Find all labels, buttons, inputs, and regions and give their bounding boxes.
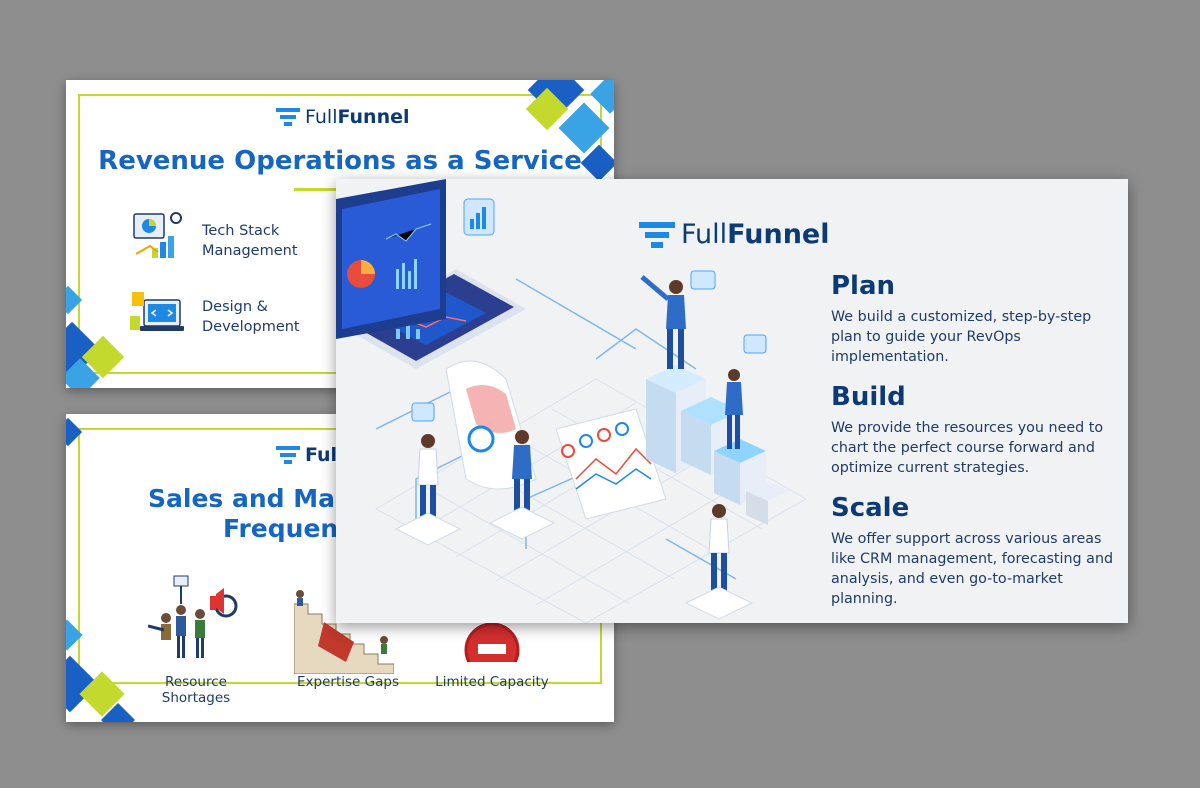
stairs-illustration-icon xyxy=(294,590,394,674)
logo-text-bold: Funnel xyxy=(727,219,830,250)
logo-text-partial: Ful xyxy=(305,444,338,466)
design-development-illustration-icon xyxy=(130,292,184,331)
heading-build: Build xyxy=(831,382,906,412)
logo-text-light: Full xyxy=(681,219,728,250)
slide-title: Revenue Operations as a Service xyxy=(98,146,582,176)
challenge-label-resource: Resource Shortages xyxy=(161,674,231,706)
funnel-logo-icon xyxy=(639,221,675,248)
isometric-analytics-illustration-icon xyxy=(336,179,806,623)
challenge-label-expertise: Expertise Gaps xyxy=(297,674,399,690)
text-build: We provide the resources you need to cha… xyxy=(831,420,1104,476)
fullfunnel-logo: Ful xyxy=(276,444,337,466)
team-megaphone-illustration-icon xyxy=(148,575,238,658)
text-plan: We build a customized, step-by-step plan… xyxy=(831,309,1092,365)
funnel-logo-icon xyxy=(276,108,300,126)
challenge-label-capacity: Limited Capacity xyxy=(435,674,549,690)
logo-text-light: Full xyxy=(305,106,338,128)
heading-scale: Scale xyxy=(831,493,910,523)
logo-text-bold: Funnel xyxy=(337,106,410,128)
slide-title-line1: Sales and Mar xyxy=(148,484,348,513)
service-label-design: Design & Development xyxy=(202,299,300,335)
no-entry-sign-icon xyxy=(464,622,520,662)
tech-stack-illustration-icon xyxy=(133,212,182,258)
heading-plan: Plan xyxy=(831,271,896,301)
slide-title-line2: Frequen xyxy=(223,514,339,543)
service-label-tech-stack: Tech Stack Management xyxy=(202,223,298,259)
text-scale: We offer support across various areas li… xyxy=(831,531,1114,607)
funnel-logo-icon xyxy=(276,446,300,464)
